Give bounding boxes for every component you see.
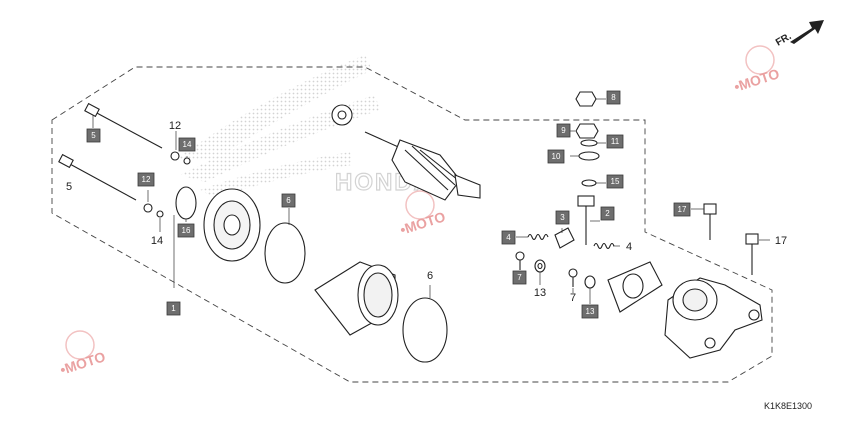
svg-text:17: 17 bbox=[775, 235, 787, 247]
screw-7-left bbox=[515, 251, 525, 270]
svg-text:13: 13 bbox=[586, 307, 595, 316]
callout-6-boxed: 6 bbox=[281, 193, 296, 208]
o-ring-6-upper bbox=[264, 222, 306, 284]
callout-4-boxed: 4 bbox=[501, 230, 516, 245]
callout-1: 1 bbox=[166, 301, 181, 316]
svg-text:14: 14 bbox=[183, 140, 192, 149]
svg-text:10: 10 bbox=[552, 152, 561, 161]
callout-17-plain: 17 bbox=[775, 235, 787, 247]
moto-watermark-right: •MOTO bbox=[732, 45, 781, 95]
callout-6-plain: 6 bbox=[427, 270, 433, 282]
drawing-code: K1K8E1300 bbox=[763, 401, 812, 411]
svg-text:17: 17 bbox=[678, 205, 687, 214]
insulator-10 bbox=[578, 151, 600, 161]
brush-spring-4-right bbox=[593, 242, 615, 250]
moto-watermark-left: •MOTO bbox=[58, 330, 107, 378]
o-ring-15 bbox=[581, 179, 597, 187]
callout-11: 11 bbox=[606, 134, 624, 149]
washer-12-upper bbox=[170, 151, 180, 161]
svg-text:•MOTO: •MOTO bbox=[58, 348, 107, 378]
brush-spring-4-left bbox=[527, 233, 549, 241]
washer-11 bbox=[580, 139, 598, 147]
svg-text:5: 5 bbox=[66, 181, 72, 193]
callout-7-plain: 7 bbox=[570, 292, 576, 304]
brush-3 bbox=[554, 227, 575, 249]
washer-13-right bbox=[584, 275, 596, 289]
svg-text:8: 8 bbox=[611, 93, 616, 102]
callout-13-plain: 13 bbox=[534, 287, 546, 299]
callout-12-boxed: 12 bbox=[137, 172, 155, 187]
svg-text:9: 9 bbox=[561, 126, 566, 135]
starter-yoke-housing bbox=[314, 261, 399, 336]
callout-17-boxed: 17 bbox=[673, 202, 691, 217]
washer-14-upper bbox=[183, 157, 191, 165]
terminal-nut-8 bbox=[575, 91, 597, 107]
through-bolt-lower bbox=[58, 153, 137, 201]
mounting-bolt-17-right bbox=[745, 233, 759, 275]
brush-holder-plate bbox=[607, 261, 663, 313]
o-ring-6-lower bbox=[402, 297, 448, 363]
svg-text:11: 11 bbox=[611, 137, 620, 146]
callout-5-plain: 5 bbox=[66, 181, 72, 193]
svg-text:3: 3 bbox=[560, 213, 565, 222]
callout-13-boxed: 13 bbox=[581, 304, 599, 319]
svg-text:4: 4 bbox=[626, 241, 632, 253]
svg-text:6: 6 bbox=[427, 270, 433, 282]
washer-14-lower bbox=[156, 210, 164, 218]
callout-14-plain: 14 bbox=[151, 235, 163, 247]
svg-text:2: 2 bbox=[605, 209, 610, 218]
svg-text:5: 5 bbox=[91, 131, 96, 140]
svg-text:7: 7 bbox=[517, 273, 522, 282]
callout-8: 8 bbox=[606, 90, 621, 105]
terminal-bolt-2 bbox=[577, 195, 595, 245]
callout-5-boxed: 5 bbox=[86, 128, 101, 143]
svg-text:1: 1 bbox=[171, 304, 176, 313]
screw-7-right bbox=[568, 268, 578, 287]
washer-12-lower bbox=[143, 203, 153, 213]
callout-14-boxed: 14 bbox=[178, 137, 196, 152]
o-ring-16 bbox=[175, 186, 197, 220]
callout-3: 3 bbox=[555, 210, 570, 225]
washer-13-left bbox=[534, 259, 546, 273]
through-bolt-upper bbox=[84, 102, 163, 149]
armature bbox=[331, 104, 481, 201]
callout-4-plain: 4 bbox=[626, 241, 632, 253]
svg-text:13: 13 bbox=[534, 287, 546, 299]
svg-text:7: 7 bbox=[570, 292, 576, 304]
svg-text:4: 4 bbox=[506, 233, 511, 242]
rear-housing-bracket bbox=[664, 277, 763, 359]
callout-7-boxed: 7 bbox=[512, 270, 527, 285]
svg-text:14: 14 bbox=[151, 235, 163, 247]
callout-15: 15 bbox=[606, 174, 624, 189]
svg-text:•MOTO: •MOTO bbox=[398, 208, 447, 238]
assembly-dashed-outline bbox=[51, 66, 773, 383]
svg-text:16: 16 bbox=[182, 226, 191, 235]
callout-16: 16 bbox=[177, 223, 195, 238]
callout-10: 10 bbox=[547, 149, 565, 164]
front-direction-label: FR. bbox=[774, 31, 794, 49]
callout-2: 2 bbox=[600, 206, 615, 221]
front-direction-arrow-icon bbox=[790, 20, 824, 44]
honda-wing-watermark: HONDA bbox=[175, 55, 432, 198]
leader-lines bbox=[92, 98, 770, 304]
starter-end-cover bbox=[203, 188, 261, 262]
svg-text:6: 6 bbox=[286, 196, 291, 205]
callout-12-plain: 12 bbox=[169, 120, 181, 132]
svg-text:15: 15 bbox=[611, 177, 620, 186]
svg-text:12: 12 bbox=[169, 120, 181, 132]
terminal-nut-9 bbox=[575, 123, 599, 139]
mounting-bolt-17-left bbox=[703, 203, 717, 240]
callout-9: 9 bbox=[556, 123, 571, 138]
svg-text:12: 12 bbox=[142, 175, 151, 184]
svg-text:•MOTO: •MOTO bbox=[732, 65, 781, 95]
